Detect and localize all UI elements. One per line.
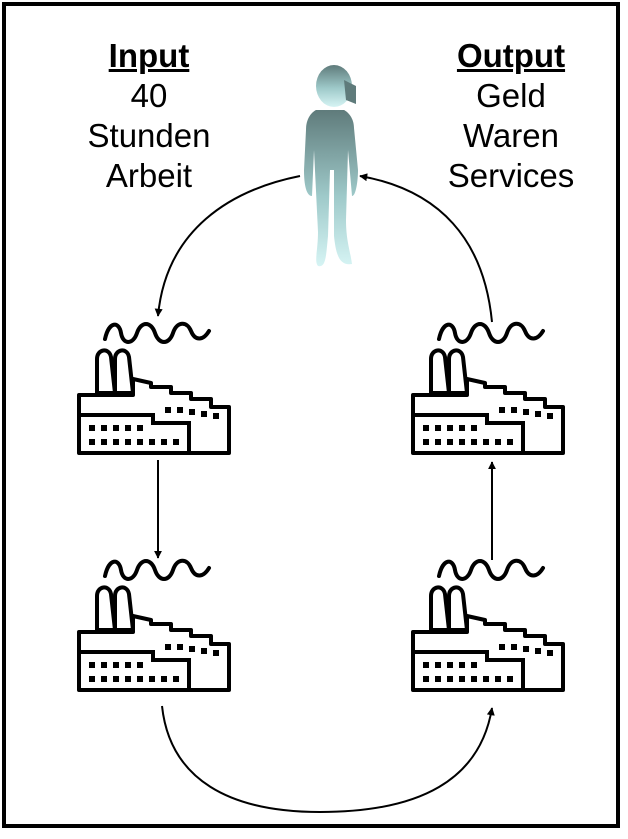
person-icon [304,65,358,267]
input-line-3: Arbeit [105,157,193,194]
output-line-3: Services [447,157,575,194]
output-line-2: Waren [463,117,559,154]
input-label-block: Input 40 Stunden Arbeit [69,36,229,196]
output-heading: Output [456,37,566,74]
input-heading: Input [108,37,190,74]
arrow-person-to-factory-left [154,175,301,317]
input-line-2: Stunden [87,117,211,154]
output-line-1: Geld [476,77,546,114]
arrow-factory-right-to-person [359,173,493,323]
factory-icon-bottom-left [77,558,231,692]
factory-icon-bottom-right [411,558,565,692]
factory-icon-top-left [77,321,231,455]
input-line-1: 40 [130,77,168,114]
output-label-block: Output Geld Waren Services [431,36,591,196]
factory-icon-top-right [411,321,565,455]
arrow-bottom-loop [161,705,495,814]
